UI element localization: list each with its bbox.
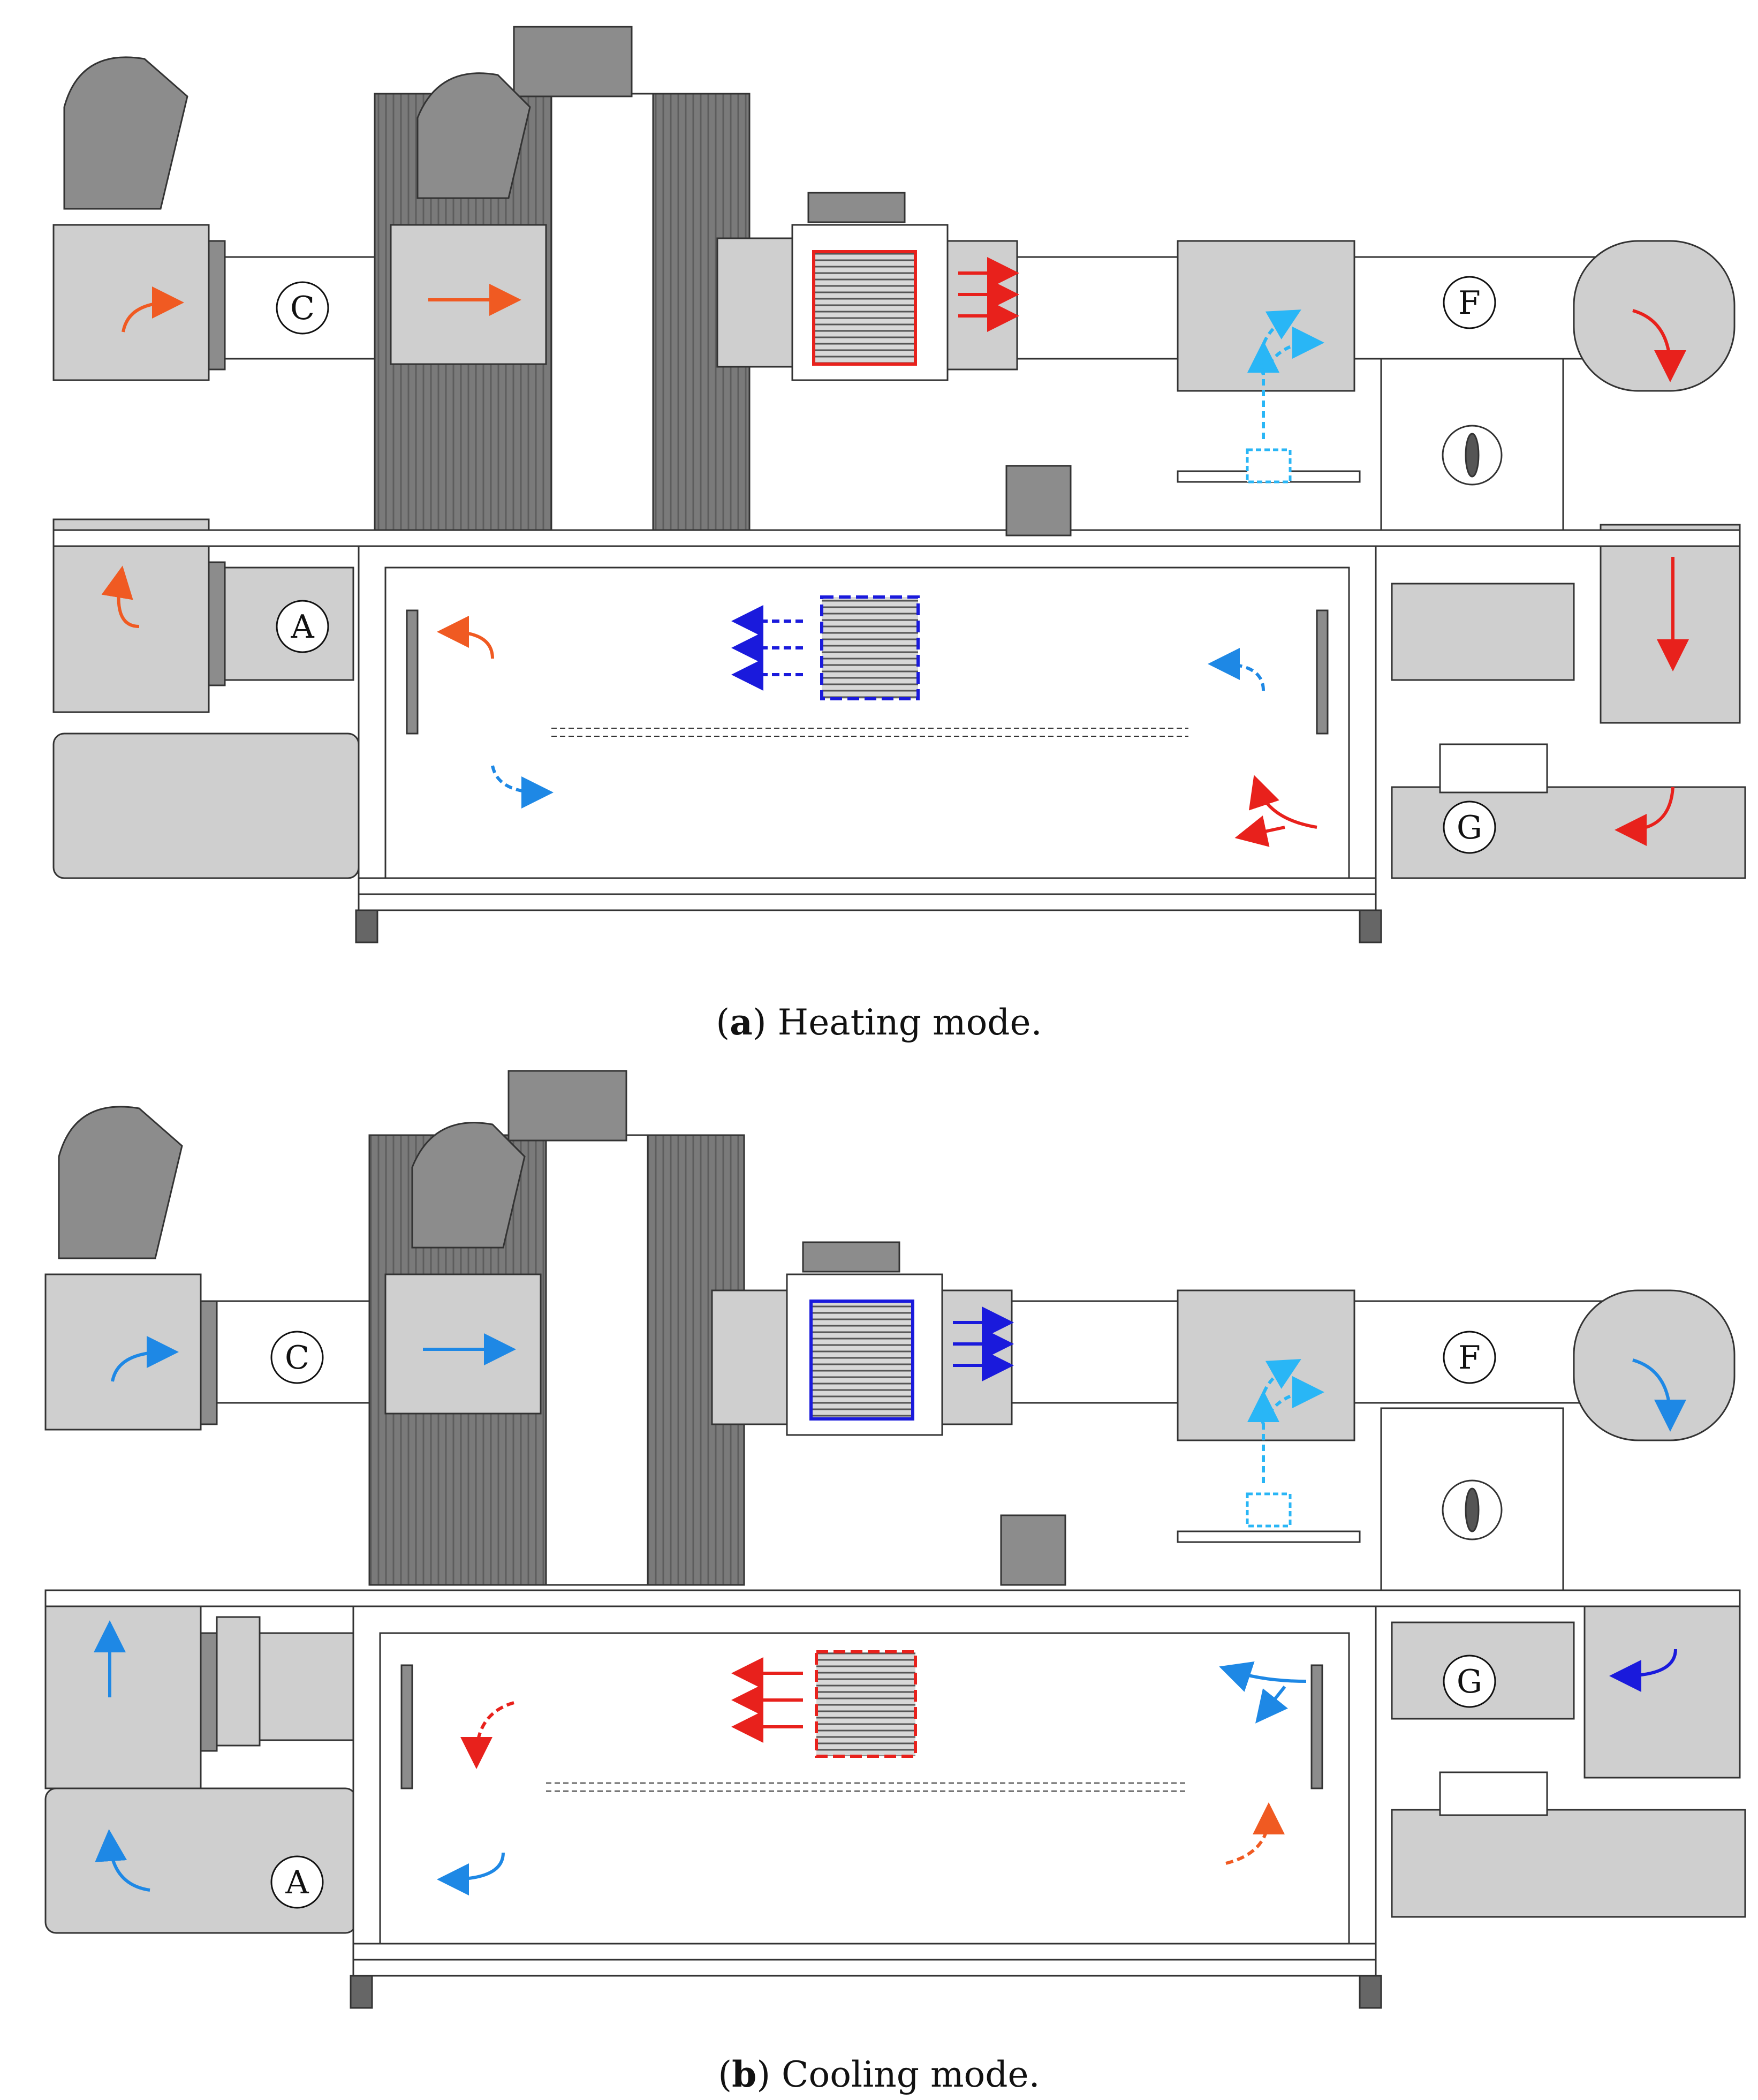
indoor-heat-exchanger bbox=[815, 1650, 917, 1758]
zone-label-a: A bbox=[285, 1864, 309, 1901]
caption-text: Cooling mode. bbox=[782, 2054, 1040, 2095]
heat-exchanger-icon bbox=[809, 1300, 914, 1421]
zone-label-f: F bbox=[1458, 1339, 1481, 1377]
caption-text: Heating mode. bbox=[777, 1002, 1042, 1043]
zone-labels: C F A G bbox=[276, 276, 1496, 854]
zone-label-c: C bbox=[285, 1339, 309, 1377]
sensor-box bbox=[1246, 448, 1292, 484]
fan-housing bbox=[384, 1273, 542, 1415]
panel-cooling: C F A G (b) Cooling mode. bbox=[0, 1066, 1758, 2100]
lower-left-duct bbox=[52, 732, 360, 879]
unit-upper-left bbox=[52, 224, 210, 381]
caption-letter: a bbox=[730, 1001, 753, 1043]
unit-lower-left bbox=[52, 518, 210, 713]
right-lower-duct bbox=[1391, 1809, 1746, 1918]
caption-letter: b bbox=[732, 2053, 757, 2095]
vent-grille-icon bbox=[1439, 743, 1548, 794]
heating-diagram: C F A G bbox=[52, 26, 1746, 943]
caster-wheel-icon bbox=[1359, 1975, 1382, 2009]
pump bbox=[1000, 1514, 1066, 1586]
cooling-diagram: C F A G bbox=[44, 1070, 1746, 2009]
zone-label-g: G bbox=[1457, 1663, 1482, 1701]
caster-wheel-icon bbox=[350, 1975, 373, 2009]
heat-exchanger-icon bbox=[812, 250, 917, 366]
fan-elbow-icon bbox=[416, 72, 531, 199]
right-elbow bbox=[1573, 240, 1736, 392]
caster-wheel-icon bbox=[355, 909, 378, 943]
unit-f bbox=[1177, 240, 1355, 392]
flow-arrows bbox=[101, 257, 1689, 847]
caption-cooling: (b) Cooling mode. bbox=[718, 2053, 1040, 2095]
sensor-box bbox=[1246, 1492, 1292, 1528]
zone-label-f: F bbox=[1458, 284, 1481, 322]
fan-elbow-icon bbox=[58, 1106, 183, 1259]
unit-lower-left bbox=[44, 1600, 202, 1789]
unit-f bbox=[1177, 1289, 1355, 1441]
fan-elbow-icon bbox=[411, 1122, 526, 1249]
flow-arrows bbox=[94, 1306, 1686, 1895]
panel-heating: C F A G (a) Heating mode. bbox=[0, 0, 1758, 1049]
indoor-heat-exchanger bbox=[820, 595, 920, 700]
top-hood bbox=[513, 26, 633, 97]
unit-lower-right bbox=[1600, 524, 1741, 724]
pump bbox=[1005, 465, 1072, 537]
vent-grille-icon bbox=[1439, 1771, 1548, 1816]
right-elbow bbox=[1573, 1289, 1736, 1441]
unit-lower-right bbox=[1583, 1595, 1741, 1779]
inlet-duct bbox=[259, 1632, 357, 1741]
fan-housing bbox=[390, 224, 547, 365]
caption-heating: (a) Heating mode. bbox=[716, 1001, 1042, 1043]
zone-labels: C F A G bbox=[270, 1331, 1496, 1909]
top-hood bbox=[507, 1070, 627, 1142]
fan-elbow-icon bbox=[63, 56, 188, 210]
unit-upper-left bbox=[44, 1273, 202, 1431]
caster-wheel-icon bbox=[1359, 909, 1382, 943]
zone-label-a: A bbox=[290, 608, 314, 646]
zone-label-c: C bbox=[290, 290, 315, 327]
zone-label-g: G bbox=[1457, 809, 1482, 847]
